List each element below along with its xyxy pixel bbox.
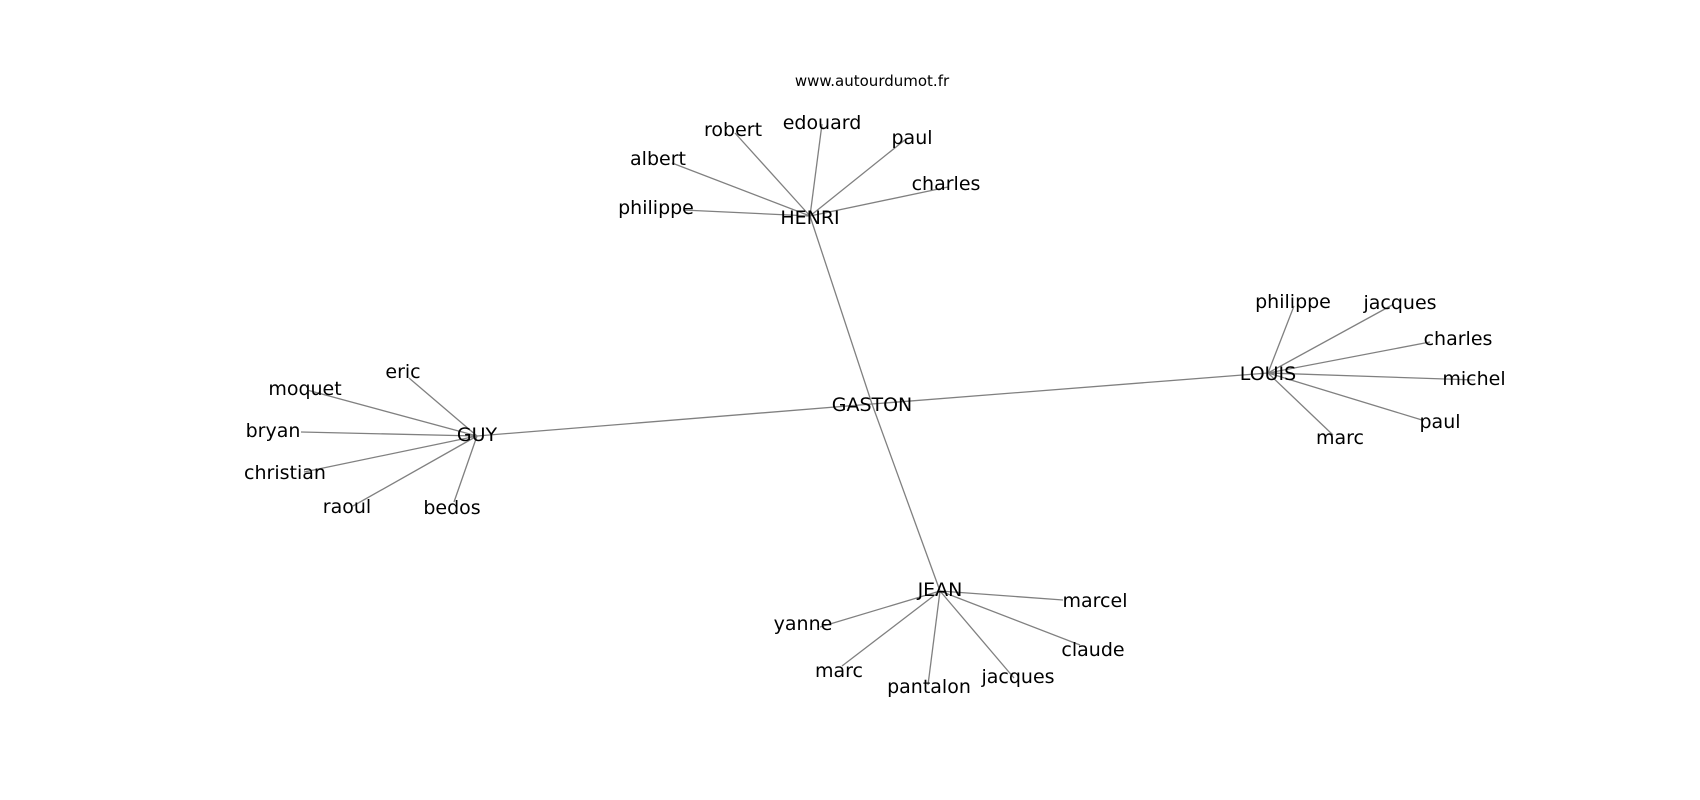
leaf-node-jean-pantalon: pantalon bbox=[887, 676, 971, 698]
edge-henri-philippe bbox=[682, 209, 811, 217]
leaf-node-louis-paul: paul bbox=[1419, 411, 1460, 433]
edge-jean-claude bbox=[939, 590, 1081, 646]
edge-guy-christian bbox=[303, 435, 478, 473]
graph-edges bbox=[300, 123, 1476, 686]
leaf-node-henri-philippe: philippe bbox=[618, 197, 694, 219]
edge-henri-robert bbox=[734, 132, 811, 217]
edge-louis-jacques bbox=[1267, 303, 1395, 374]
edge-louis-charles bbox=[1267, 341, 1431, 374]
leaf-node-jean-yanne: yanne bbox=[774, 613, 833, 635]
edge-henri-edouard bbox=[809, 123, 823, 217]
edge-center-jean bbox=[871, 403, 941, 592]
leaf-node-louis-charles: charles bbox=[1424, 328, 1493, 350]
edge-henri-albert bbox=[671, 162, 811, 217]
edge-louis-michel bbox=[1267, 372, 1476, 381]
edge-guy-raoul bbox=[352, 435, 478, 507]
hub-node-guy: GUY bbox=[457, 424, 498, 446]
edge-center-guy bbox=[476, 403, 873, 437]
edge-guy-bryan bbox=[300, 431, 478, 437]
leaf-node-louis-philippe: philippe bbox=[1255, 291, 1331, 313]
edge-louis-marc bbox=[1267, 372, 1334, 436]
leaf-node-louis-michel: michel bbox=[1442, 368, 1505, 390]
leaf-node-jean-jacques: jacques bbox=[980, 666, 1054, 688]
center-node: GASTON bbox=[832, 394, 913, 416]
hub-node-louis: LOUIS bbox=[1240, 363, 1296, 385]
edge-jean-yanne bbox=[819, 590, 941, 628]
edge-henri-paul bbox=[809, 138, 907, 217]
edge-guy-moquet bbox=[306, 389, 478, 437]
edge-center-henri bbox=[809, 215, 873, 405]
leaf-node-guy-raoul: raoul bbox=[323, 496, 371, 518]
leaf-node-henri-edouard: edouard bbox=[783, 112, 862, 134]
edge-guy-eric bbox=[408, 377, 478, 437]
leaf-node-guy-bryan: bryan bbox=[246, 420, 301, 442]
leaf-node-guy-bedos: bedos bbox=[423, 497, 480, 519]
leaf-node-guy-moquet: moquet bbox=[268, 378, 341, 400]
edge-guy-bedos bbox=[453, 435, 478, 503]
leaf-node-louis-marc: marc bbox=[1316, 427, 1364, 449]
edge-jean-marcel bbox=[939, 590, 1064, 601]
leaf-node-jean-marc: marc bbox=[815, 660, 863, 682]
graph-labels: GASTON HENRI albert robert edouard paul charle… bbox=[244, 112, 1506, 698]
leaf-node-henri-albert: albert bbox=[630, 148, 686, 170]
leaf-node-louis-jacques: jacques bbox=[1362, 292, 1436, 314]
leaf-node-jean-claude: claude bbox=[1061, 639, 1124, 661]
source-watermark: www.autourdumot.fr bbox=[795, 72, 950, 90]
leaf-node-henri-charles: charles bbox=[912, 173, 981, 195]
leaf-node-guy-christian: christian bbox=[244, 462, 326, 484]
leaf-node-henri-paul: paul bbox=[891, 127, 932, 149]
leaf-node-jean-marcel: marcel bbox=[1063, 590, 1128, 612]
edge-jean-pantalon bbox=[927, 590, 941, 686]
edge-center-louis bbox=[871, 372, 1269, 405]
hub-node-jean: JEAN bbox=[917, 579, 963, 601]
leaf-node-henri-robert: robert bbox=[704, 119, 762, 141]
hub-node-henri: HENRI bbox=[780, 207, 839, 229]
edge-henri-charles bbox=[809, 186, 949, 217]
leaf-node-guy-eric: eric bbox=[385, 361, 420, 383]
edge-jean-marc bbox=[841, 590, 941, 667]
edge-louis-paul bbox=[1267, 372, 1423, 421]
edge-jean-jacques bbox=[939, 590, 1015, 679]
edge-louis-philippe bbox=[1267, 305, 1295, 374]
